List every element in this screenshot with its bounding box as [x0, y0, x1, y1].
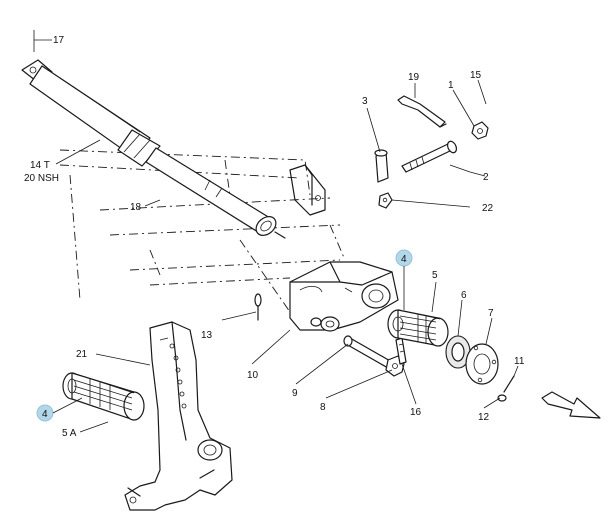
frame-bracket — [289, 164, 326, 216]
part-22-clip — [378, 192, 393, 209]
part-9-bolt — [343, 335, 405, 377]
callout-3: 3 — [362, 96, 368, 107]
callout-20nsh: 20 NSH — [24, 173, 59, 184]
leader-lines — [33, 30, 519, 433]
callout-2: 2 — [483, 172, 489, 183]
part-15-nut — [471, 121, 489, 140]
arrow-right-down-icon — [541, 391, 601, 419]
callout-7: 7 — [488, 308, 494, 319]
callout-10: 10 — [247, 370, 259, 381]
part-3-pin — [374, 149, 389, 183]
lift-cylinder — [21, 59, 286, 239]
part-5-splined-sleeve — [387, 309, 449, 347]
callout-11: 11 — [514, 356, 525, 367]
part-19-handle — [397, 95, 447, 128]
callout-18: 18 — [130, 202, 142, 213]
callout-17: 17 — [53, 35, 65, 46]
callout-6: 6 — [461, 290, 467, 301]
part-2-clevis-pin — [401, 140, 458, 173]
part-12-washer — [497, 394, 507, 402]
callout-21: 21 — [76, 349, 88, 360]
callout-5: 5 — [432, 270, 438, 281]
callout-9: 9 — [292, 388, 298, 399]
callout-22: 22 — [482, 203, 494, 214]
callout-12: 12 — [478, 412, 490, 423]
part-21-mast-support — [124, 321, 233, 511]
callout-8: 8 — [320, 402, 326, 413]
part-7-bearing-flange — [465, 343, 499, 385]
part-13-small-pin — [254, 293, 262, 321]
callout-13: 13 — [201, 330, 213, 341]
part-10-link-bracket — [289, 261, 399, 332]
callout-4-left: 4 — [42, 409, 48, 420]
part-11-bolt — [503, 375, 515, 393]
callout-16: 16 — [410, 407, 422, 418]
callout-14t: 14 T — [30, 160, 50, 171]
callout-15: 15 — [470, 70, 482, 81]
callout-19: 19 — [408, 72, 420, 83]
callout-5a: 5 A — [62, 428, 77, 439]
callout-1: 1 — [448, 80, 454, 91]
callout-4-right: 4 — [401, 254, 407, 265]
part-4-splined-sleeve-left — [62, 372, 145, 421]
